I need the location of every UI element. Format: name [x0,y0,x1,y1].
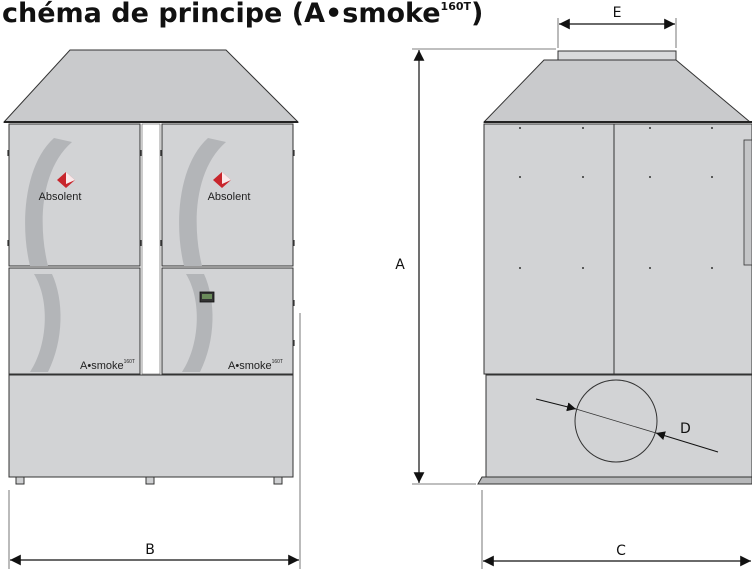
front-base [8,374,294,478]
absolent-logo-icon [213,172,231,188]
absolent-logo-icon [57,172,75,188]
control-display-icon [199,291,215,303]
front-left-lower-panel: A•smoke160T [8,267,141,375]
front-right-lower-panel: A•smoke160T [161,267,294,375]
rivet-dots [519,127,713,269]
front-hood [2,49,300,123]
dimension-d-label: D [680,421,691,437]
foot [15,476,25,485]
side-hood [482,59,752,123]
dimension-d-arrow [655,431,719,453]
dimension-c-label: C [616,543,626,559]
drawing-title: chéma de principe (A•smoke160T) [2,0,483,29]
model-label: A•smoke160T [80,359,135,372]
dimension-a-label: A [395,257,405,273]
brand-label: Absolent [39,191,82,203]
side-view: D E A C [395,5,752,569]
dimension-d-arrow [535,398,577,412]
dimension-e-label: E [613,5,622,21]
swoosh-graphic [179,138,226,266]
center-gap [141,123,161,375]
side-outlet-collar [557,50,677,61]
model-label: A•smoke160T [228,359,283,372]
side-handle [743,139,752,266]
dimension-b-label: B [145,542,155,558]
foot [145,476,155,485]
side-left-door [483,123,615,375]
side-right-door [613,123,752,375]
swoosh-graphic [30,274,61,372]
front-left-upper-panel: Absolent [8,123,141,267]
front-right-upper-panel: Absolent [161,123,294,267]
brand-label: Absolent [208,191,251,203]
foot [273,476,283,485]
side-skid [477,476,752,485]
swoosh-graphic [25,138,73,266]
front-view: Absolent A•smoke160T Absolent [2,49,301,569]
hinge-marks [7,150,295,346]
